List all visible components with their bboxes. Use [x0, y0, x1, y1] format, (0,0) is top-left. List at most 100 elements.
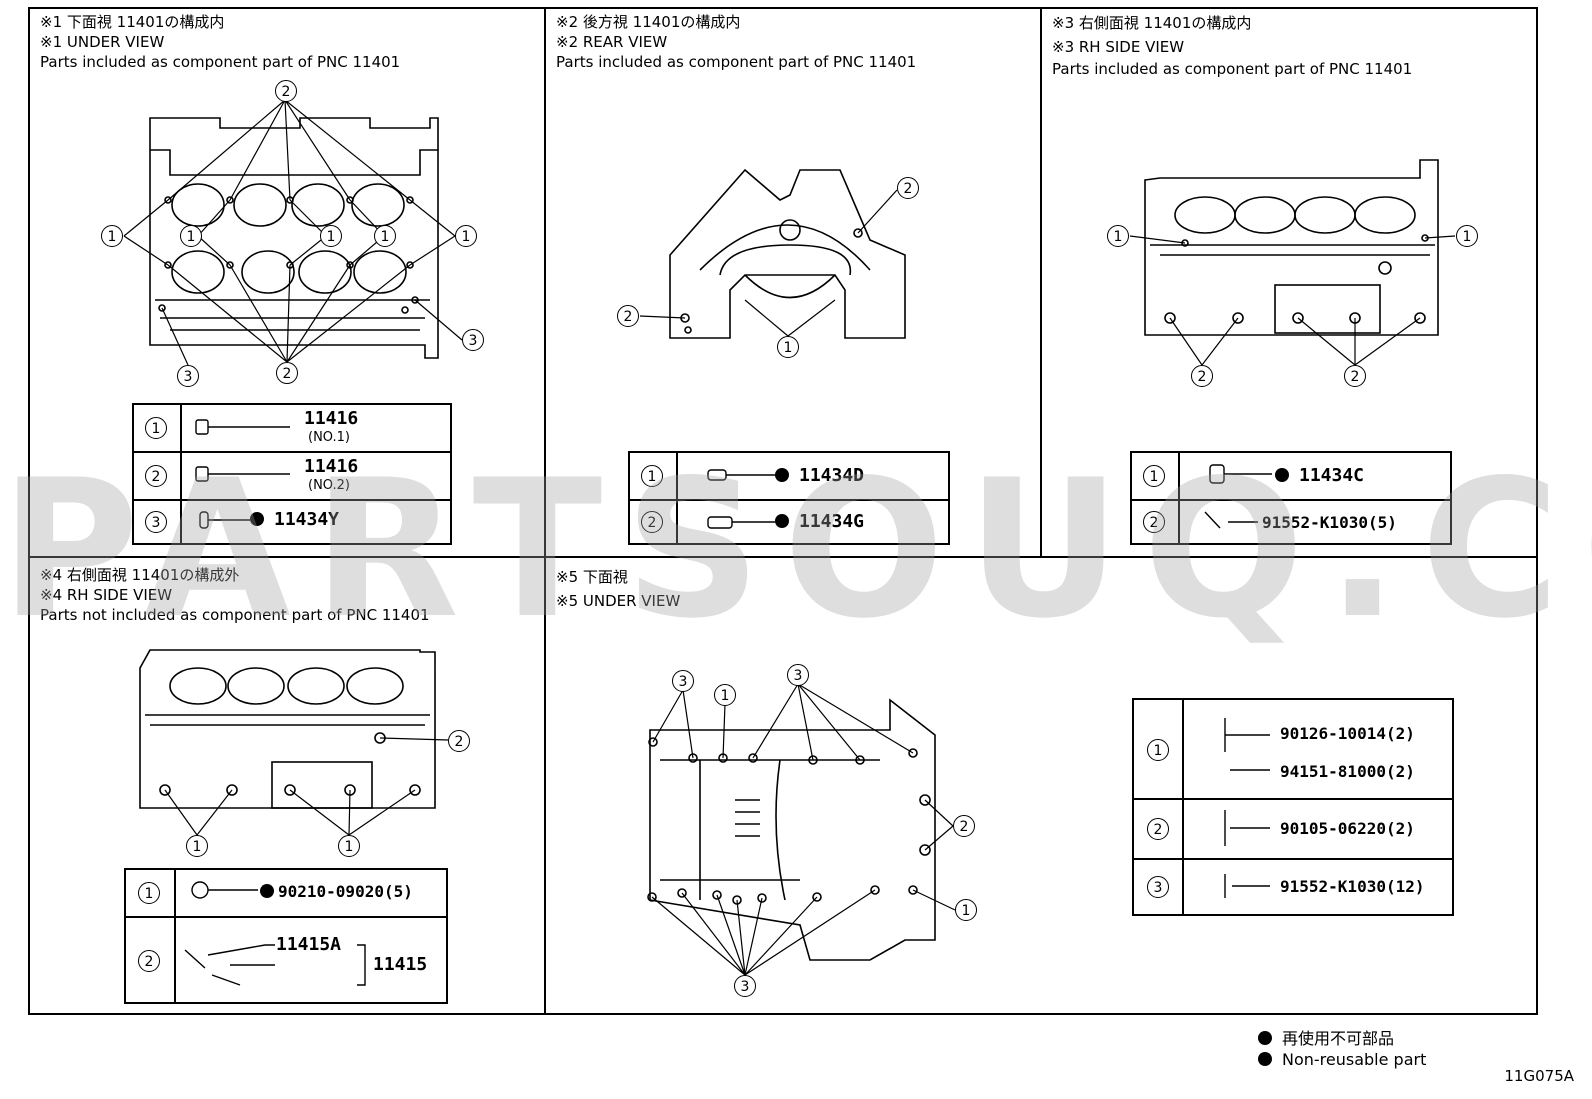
p2-leaders [639, 189, 898, 337]
p4-row-2-part: 11415A [276, 934, 342, 955]
p5-row-1-part-b: 94151-81000(2) [1280, 762, 1415, 781]
p5-row-2-part: 90105-06220(2) [1280, 819, 1415, 838]
panel-divider-horizontal [28, 556, 1538, 558]
p4-parts-table: 1 90210-09020(5) 2 11415A 11415 [124, 868, 448, 1004]
panel5-title-jp: ※5 下面視 [556, 568, 628, 586]
panel2-title-en: ※2 REAR VIEW [556, 33, 668, 51]
callout-p4-2: 2 [448, 730, 470, 752]
p5-leaders [651, 683, 956, 976]
p1-row-2-callout: 2 [145, 465, 167, 487]
callout-p3-1-left: 1 [1107, 225, 1129, 247]
panel2-note: Parts included as component part of PNC … [556, 53, 917, 71]
callout-p5-1-right: 1 [955, 899, 977, 921]
callout-p2-2-right: 2 [897, 177, 919, 199]
p1-row-3-part: 11434Y [250, 509, 339, 530]
p5-parts-table: 1 90126-10014(2) 94151-81000(2) 2 90105-… [1132, 698, 1454, 916]
p1-row-2: 2 11416 (NO.2) [134, 451, 450, 499]
callout-p2-2-left: 2 [617, 305, 639, 327]
p1-row-2-sub: (NO.2) [308, 478, 350, 493]
panel-divider-v2 [1040, 7, 1042, 556]
nonreusable-dot [775, 468, 789, 482]
p5-row-3: 3 91552-K1030(12) [1134, 858, 1452, 914]
panel-divider-v1 [544, 7, 546, 1015]
p4-row-1-part: 90210-09020(5) [260, 882, 413, 901]
p1-parts-table: 1 11416 (NO.1) 2 11416 (NO.2) 3 11434Y [132, 403, 452, 545]
callout-p1-1-b: 1 [320, 225, 342, 247]
callout-p1-2-bottom: 2 [276, 362, 298, 384]
panel1-note: Parts included as component part of PNC … [40, 53, 401, 71]
p4-leaders [164, 737, 449, 836]
p2-row-2: 2 11434G [630, 499, 948, 543]
p4-row-1-callout: 1 [138, 882, 160, 904]
figure-code: 11G075A [1504, 1067, 1574, 1085]
p3-leaders [1129, 235, 1456, 366]
callout-p3-1-right: 1 [1456, 225, 1478, 247]
p2-row-1-callout: 1 [641, 465, 663, 487]
panel5-header: ※5 下面視 ※5 UNDER VIEW [556, 565, 681, 610]
callout-p5-3-bottom: 3 [734, 975, 756, 997]
callout-p1-1-left: 1 [101, 225, 123, 247]
p5-row-1-callout: 1 [1147, 739, 1169, 761]
callout-p5-2-right: 2 [953, 815, 975, 837]
p4-row-2-callout: 2 [138, 950, 160, 972]
p3-side-drawing [1144, 159, 1439, 336]
p3-row-1-callout: 1 [1143, 465, 1165, 487]
nonreusable-dot [775, 514, 789, 528]
callout-p1-3-right: 3 [462, 329, 484, 351]
panel3-title-en: ※3 RH SIDE VIEW [1052, 38, 1185, 56]
p1-row-1-callout: 1 [145, 417, 167, 439]
nonreusable-dot [250, 512, 264, 526]
p2-row-1-part: 11434D [775, 465, 864, 486]
callout-p3-2-left: 2 [1191, 365, 1213, 387]
panel1-title-en: ※1 UNDER VIEW [40, 33, 165, 51]
p1-row-1-part: 11416 [304, 408, 359, 429]
nonreusable-dot [1258, 1052, 1272, 1066]
panel4-title-en: ※4 RH SIDE VIEW [40, 586, 173, 604]
p2-row-2-callout: 2 [641, 511, 663, 533]
p3-row-1: 1 11434C [1132, 453, 1450, 499]
part-glyphs [184, 419, 1272, 986]
p2-rear-drawing [669, 168, 906, 339]
panel3-header: ※3 右側面視 11401の構成内 ※3 RH SIDE VIEW Parts … [1052, 12, 1412, 78]
callout-p2-1: 1 [777, 336, 799, 358]
p4-row-2: 2 11415A 11415 [126, 916, 446, 1002]
nonreusable-dot [1275, 468, 1289, 482]
p1-row-2-part: 11416 [304, 456, 359, 477]
panel2-title-jp: ※2 後方視 11401の構成内 [556, 13, 741, 31]
p5-pan-drawing [647, 698, 936, 961]
p1-row-1: 1 11416 (NO.1) [134, 405, 450, 451]
panel4-header: ※4 右側面視 11401の構成外 ※4 RH SIDE VIEW Parts … [40, 565, 430, 625]
callout-p4-1-right: 1 [338, 835, 360, 857]
diagram-frame [28, 7, 1538, 1015]
legend-en: Non-reusable part [1258, 1050, 1426, 1069]
callout-p1-1-c: 1 [374, 225, 396, 247]
p3-parts-table: 1 11434C 2 91552-K1030(5) [1130, 451, 1452, 545]
p2-row-2-part: 11434G [775, 511, 864, 532]
callout-p4-1-left: 1 [186, 835, 208, 857]
p5-row-3-callout: 3 [1147, 876, 1169, 898]
p1-row-1-sub: (NO.1) [308, 430, 350, 445]
callout-p1-2-top: 2 [275, 80, 297, 102]
p5-row-1-part-a: 90126-10014(2) [1280, 724, 1415, 743]
p5-row-2: 2 90105-06220(2) [1134, 798, 1452, 858]
callout-p1-1-a: 1 [180, 225, 202, 247]
panel1-header: ※1 下面視 11401の構成内 ※1 UNDER VIEW Parts inc… [40, 12, 400, 72]
p3-row-2-part: 91552-K1030(5) [1262, 513, 1397, 532]
p1-row-3: 3 11434Y [134, 499, 450, 543]
panel3-title-jp: ※3 右側面視 11401の構成内 [1052, 14, 1252, 32]
callout-p1-3-left: 3 [177, 365, 199, 387]
p4-row-1: 1 90210-09020(5) [126, 870, 446, 916]
p3-row-2: 2 91552-K1030(5) [1132, 499, 1450, 543]
panel5-title-en: ※5 UNDER VIEW [556, 592, 681, 610]
p2-row-1: 1 11434D [630, 453, 948, 499]
p1-block-drawing [149, 117, 439, 359]
nonreusable-dot [260, 884, 274, 898]
panel3-note: Parts included as component part of PNC … [1052, 60, 1413, 78]
callout-p1-1-right: 1 [455, 225, 477, 247]
p5-row-1: 1 90126-10014(2) 94151-81000(2) [1134, 700, 1452, 798]
panel2-header: ※2 後方視 11401の構成内 ※2 REAR VIEW Parts incl… [556, 12, 916, 72]
nonreusable-dot [1258, 1031, 1272, 1045]
p4-side-drawing [139, 649, 436, 809]
p5-row-2-callout: 2 [1147, 818, 1169, 840]
